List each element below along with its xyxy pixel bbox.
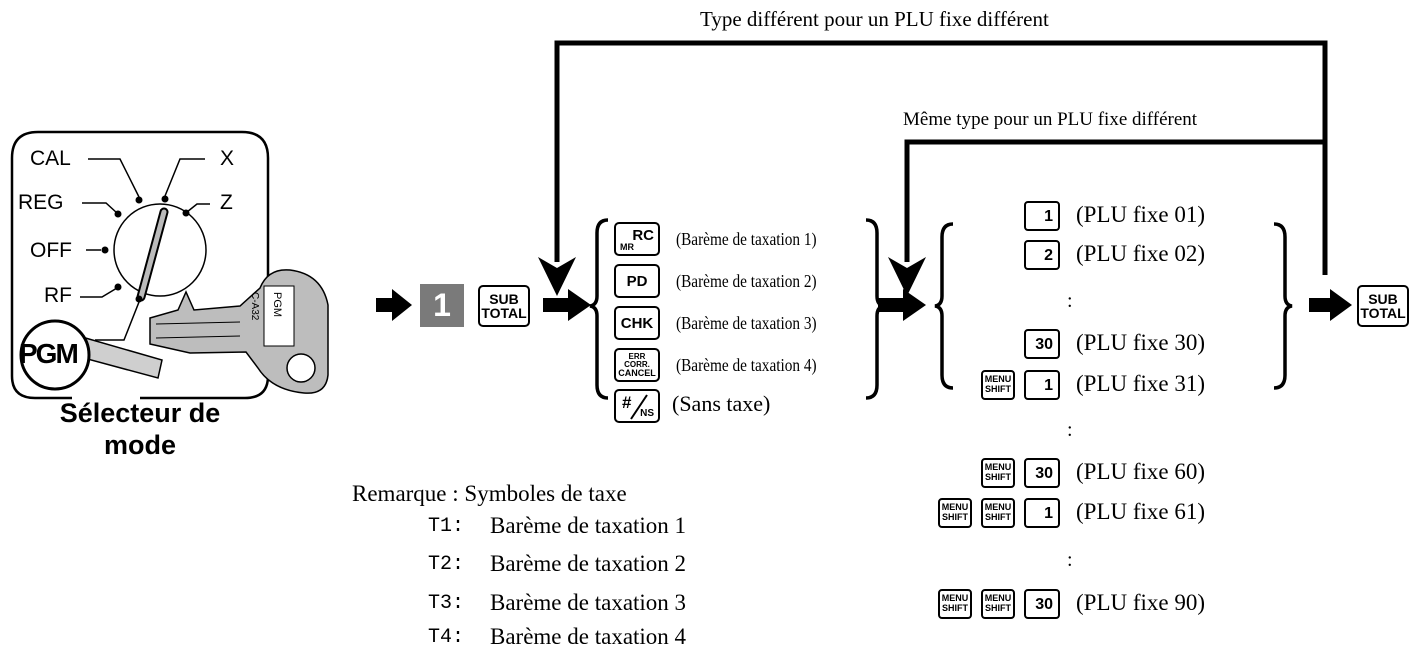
key-pgm-text: PGM	[271, 292, 283, 318]
ellipsis-2: :	[1067, 419, 1073, 441]
no-sale-key[interactable]: # NS	[614, 389, 660, 423]
mode-rf-label: RF	[44, 284, 72, 307]
mode-selector-caption: Sélecteur de	[59, 398, 221, 428]
mode-selector-frame	[10, 130, 270, 400]
plu-right-brace	[1273, 222, 1293, 390]
tax-option-4-label: (Barème de taxation 4)	[676, 355, 817, 375]
mode-reg-label: REG	[18, 191, 64, 214]
tax-option-3-label: (Barème de taxation 3)	[676, 313, 817, 333]
pd-key[interactable]: PD	[614, 264, 660, 298]
remark-symbol-t1: T1:	[428, 515, 465, 538]
mode-x-label: X	[220, 147, 235, 170]
remark-title: Remarque : Symboles de taxe	[352, 481, 627, 506]
subtotal-key[interactable]: SUB TOTAL	[478, 285, 530, 327]
no-sale-key-sub: NS	[640, 408, 654, 419]
rc-key-sub: MR	[620, 242, 634, 252]
plu-label-61: (PLU fixe 61)	[1076, 499, 1206, 524]
remark-symbol-t4: T4:	[428, 626, 465, 649]
plu-left-brace	[934, 222, 954, 390]
mode-selector-caption-2: mode	[103, 430, 176, 460]
tax-option-2-label: (Barème de taxation 2)	[676, 271, 817, 291]
menu-shift-line1: MENU	[941, 593, 969, 604]
remark-symbol-t2: T2:	[428, 553, 465, 576]
arrow-4	[1309, 289, 1352, 321]
mode-off-label: OFF	[30, 239, 72, 262]
subtotal-key-end-line1: SUB	[1368, 291, 1398, 307]
no-sale-key-slash	[630, 394, 648, 420]
remark-text-t3: Barème de taxation 3	[490, 590, 687, 615]
arrow-2	[543, 289, 591, 321]
menu-shift-line1: MENU	[984, 502, 1012, 513]
arrow-1	[376, 289, 412, 321]
menu-shift-line2: SHIFT	[985, 603, 1011, 613]
chk-key[interactable]: CHK	[614, 306, 660, 340]
plu-key-30-double-shift[interactable]: 30	[1024, 589, 1060, 619]
rc-key-main: RC	[632, 227, 654, 244]
inner-loop-arrowhead	[888, 257, 926, 296]
plu-key-1[interactable]: 1	[1024, 201, 1060, 231]
key-code-text: C-A32	[249, 292, 260, 321]
menu-shift-line1: MENU	[984, 374, 1012, 385]
plu-label-02: (PLU fixe 02)	[1076, 241, 1206, 266]
mode-dial	[113, 203, 207, 297]
err-corr-key-line1: ERR CORR.	[624, 351, 650, 369]
tax-option-1-label: (Barème de taxation 1)	[676, 229, 817, 249]
remark-text-t2: Barème de taxation 2	[490, 551, 687, 576]
menu-shift-line2: SHIFT	[985, 512, 1011, 522]
plu-key-30-shift[interactable]: 30	[1024, 458, 1060, 488]
tax-left-brace	[589, 218, 609, 400]
plu-key-1-shift[interactable]: 1	[1024, 370, 1060, 400]
plu-key-30[interactable]: 30	[1024, 329, 1060, 359]
menu-shift-line1: MENU	[941, 502, 969, 513]
menu-shift-line2: SHIFT	[985, 472, 1011, 482]
ellipsis-3: :	[1067, 549, 1073, 571]
inner-loop-line	[904, 139, 1325, 262]
plu-label-31: (PLU fixe 31)	[1076, 371, 1206, 396]
outer-loop-arrowhead	[538, 257, 576, 296]
remark-symbol-t3: T3:	[428, 592, 465, 615]
magnifier-lens	[19, 319, 91, 391]
ellipsis-1: :	[1067, 290, 1073, 312]
subtotal-key-line1: SUB	[489, 291, 519, 307]
remark-text-t1: Barème de taxation 1	[490, 513, 687, 538]
plu-key-2[interactable]: 2	[1024, 240, 1060, 270]
menu-shift-line1: MENU	[984, 462, 1012, 473]
inner-loop-label: Même type pour un PLU fixe différent	[903, 109, 1198, 130]
plu-label-60: (PLU fixe 60)	[1076, 459, 1206, 484]
subtotal-key-end-line2: TOTAL	[1360, 305, 1406, 321]
menu-shift-line1: MENU	[984, 593, 1012, 604]
tax-right-brace	[865, 218, 885, 400]
rc-key[interactable]: RC MR	[614, 222, 660, 256]
mode-cal-label: CAL	[30, 147, 71, 170]
menu-shift-line2: SHIFT	[942, 512, 968, 522]
menu-shift-line2: SHIFT	[942, 603, 968, 613]
outer-loop-line	[554, 40, 1328, 275]
mode-pgm-label: PGM	[19, 338, 79, 369]
menu-shift-line2: SHIFT	[985, 384, 1011, 394]
plu-label-90: (PLU fixe 90)	[1076, 590, 1206, 615]
err-corr-cancel-key[interactable]: ERR CORR. CANCEL	[614, 348, 660, 382]
plu-label-01: (PLU fixe 01)	[1076, 202, 1206, 227]
no-sale-key-main: #	[622, 393, 632, 412]
subtotal-key-end[interactable]: SUB TOTAL	[1357, 285, 1409, 327]
arrow-3	[878, 289, 926, 321]
tax-option-5-label: (Sans taxe)	[672, 391, 771, 416]
number-1-key[interactable]: 1	[420, 284, 464, 327]
mode-z-label: Z	[220, 191, 233, 214]
remark-text-t4: Barème de taxation 4	[490, 624, 687, 649]
outer-loop-label: Type différent pour un PLU fixe différen…	[700, 7, 1049, 31]
plu-key-1-double-shift[interactable]: 1	[1024, 498, 1060, 528]
plu-label-30: (PLU fixe 30)	[1076, 330, 1206, 355]
err-corr-key-line2: CANCEL	[618, 367, 656, 378]
subtotal-key-line2: TOTAL	[481, 305, 527, 321]
